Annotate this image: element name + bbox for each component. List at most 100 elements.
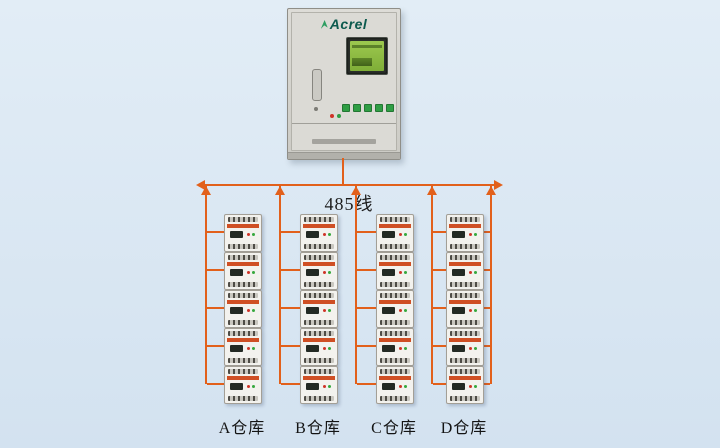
meter-lcd-display <box>452 269 465 276</box>
meter-stub-line <box>281 269 300 271</box>
panel-button <box>386 104 394 112</box>
meter-brand-stripe <box>379 262 411 266</box>
meter-led-green <box>404 233 407 236</box>
meter-top-terminals <box>304 293 334 298</box>
energy-meter <box>224 290 262 328</box>
meter-stub-line <box>433 383 446 385</box>
meter-led-green <box>474 347 477 350</box>
meter-top-terminals <box>380 369 410 374</box>
meter-lcd-display <box>382 269 395 276</box>
energy-meter <box>446 252 484 290</box>
meter-led-green <box>404 309 407 312</box>
meter-led-green <box>404 347 407 350</box>
meter-bottom-terminals <box>304 358 334 363</box>
meter-bottom-terminals <box>228 396 258 401</box>
panel-button-row <box>342 104 394 112</box>
meter-led-red <box>469 309 472 312</box>
lcd-display-content <box>350 41 384 71</box>
door-keyhole <box>314 107 318 111</box>
energy-meter <box>446 328 484 366</box>
meter-brand-stripe <box>379 376 411 380</box>
energy-meter <box>446 290 484 328</box>
meter-stub-line <box>433 231 446 233</box>
meter-lcd-display <box>230 307 243 314</box>
meter-led-red <box>323 309 326 312</box>
meter-stub-line <box>357 307 376 309</box>
meter-top-terminals <box>304 217 334 222</box>
meter-top-terminals <box>450 293 480 298</box>
meter-top-terminals <box>228 293 258 298</box>
meter-lcd-display <box>452 383 465 390</box>
meter-bottom-terminals <box>380 282 410 287</box>
meter-brand-stripe <box>449 262 481 266</box>
warehouse-label: C仓库 <box>371 420 417 437</box>
meter-stub-line <box>281 307 300 309</box>
meter-stub-line <box>433 307 446 309</box>
energy-meter <box>376 366 414 404</box>
drop-arrow-up <box>486 186 496 195</box>
meter-brand-stripe <box>379 338 411 342</box>
cabinet-nameplate <box>312 139 376 144</box>
meter-lcd-display <box>382 383 395 390</box>
energy-meter <box>300 366 338 404</box>
meter-top-terminals <box>450 217 480 222</box>
meter-led-red <box>323 233 326 236</box>
bus-drop-line <box>355 186 357 384</box>
meter-led-green <box>328 347 331 350</box>
meter-led-green <box>328 385 331 388</box>
meter-lcd-display <box>382 307 395 314</box>
meter-lcd-display <box>452 307 465 314</box>
meter-led-green <box>328 271 331 274</box>
warehouse-label: D仓库 <box>440 420 488 437</box>
drop-arrow-up <box>427 186 437 195</box>
meter-stub-line <box>482 269 490 271</box>
meter-bottom-terminals <box>380 320 410 325</box>
meter-led-green <box>474 233 477 236</box>
meter-lcd-display <box>230 231 243 238</box>
meter-bottom-terminals <box>304 282 334 287</box>
energy-meter <box>224 252 262 290</box>
meter-led-green <box>404 271 407 274</box>
meter-led-red <box>399 271 402 274</box>
bus-label: 485线 <box>324 194 374 214</box>
bus-arrow-left <box>196 180 205 190</box>
meter-stub-line <box>357 231 376 233</box>
meter-led-green <box>252 309 255 312</box>
panel-button <box>353 104 361 112</box>
warehouse-label: B仓库 <box>295 420 341 437</box>
meter-lcd-display <box>306 345 319 352</box>
panel-button <box>375 104 383 112</box>
meter-top-terminals <box>450 255 480 260</box>
meter-stub-line <box>207 307 224 309</box>
meter-led-green <box>474 385 477 388</box>
meter-brand-stripe <box>303 338 335 342</box>
meter-bottom-terminals <box>380 396 410 401</box>
drop-arrow-up <box>201 186 211 195</box>
meter-led-green <box>328 309 331 312</box>
meter-led-red <box>469 271 472 274</box>
meter-lcd-display <box>306 307 319 314</box>
meter-brand-stripe <box>303 376 335 380</box>
meter-stub-line <box>281 345 300 347</box>
meter-bottom-terminals <box>450 320 480 325</box>
energy-meter <box>300 328 338 366</box>
meter-bottom-terminals <box>228 320 258 325</box>
meter-led-red <box>469 385 472 388</box>
meter-stub-line <box>482 345 490 347</box>
meter-brand-stripe <box>449 376 481 380</box>
meter-stub-line <box>281 383 300 385</box>
meter-top-terminals <box>304 255 334 260</box>
meter-led-red <box>247 271 250 274</box>
meter-led-red <box>247 347 250 350</box>
meter-led-red <box>323 385 326 388</box>
meter-led-red <box>323 347 326 350</box>
meter-led-green <box>252 233 255 236</box>
energy-meter <box>376 214 414 252</box>
meter-led-red <box>399 233 402 236</box>
energy-meter <box>224 214 262 252</box>
meter-top-terminals <box>228 369 258 374</box>
meter-top-terminals <box>450 331 480 336</box>
meter-brand-stripe <box>379 224 411 228</box>
energy-meter <box>376 328 414 366</box>
acrel-logo: Acrel <box>288 16 400 32</box>
